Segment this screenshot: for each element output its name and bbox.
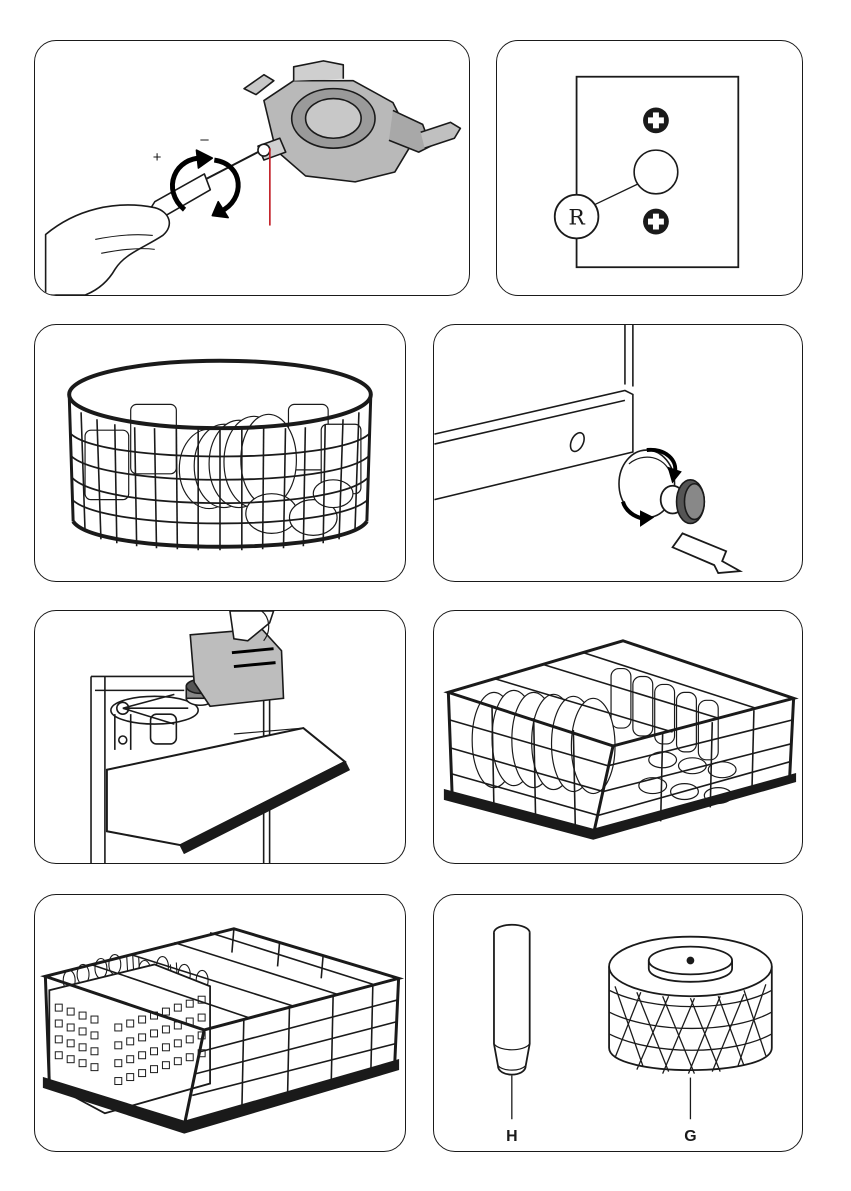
screw-bottom-icon	[643, 209, 669, 235]
part-g-label: G	[684, 1128, 696, 1145]
adjustment-hole	[634, 150, 678, 194]
r-marker-label: R	[568, 206, 585, 231]
round-basket-panel	[34, 324, 406, 582]
cutlery-basket-illustration	[35, 895, 405, 1151]
regulator-illustration: + –	[35, 41, 469, 295]
plus-label: +	[153, 150, 162, 166]
square-basket-plates-panel	[433, 610, 803, 864]
minus-label: –	[200, 132, 209, 148]
part-g-icon	[609, 937, 772, 1120]
screw-plate-illustration: R	[497, 41, 802, 295]
screw-plate-panel: R	[496, 40, 803, 296]
detergent-illustration	[35, 611, 405, 863]
regulator-adjustment-panel: + –	[34, 40, 470, 296]
cutlery-basket-panel	[34, 894, 406, 1152]
detergent-panel	[34, 610, 406, 864]
screw-top-icon	[643, 107, 669, 133]
round-basket-illustration	[35, 325, 405, 581]
square-basket-plates-illustration	[434, 611, 802, 863]
knob-removal-illustration	[434, 325, 802, 581]
part-h-icon	[494, 925, 530, 1119]
parts-illustration: H G	[434, 895, 802, 1151]
parts-panel: H G	[433, 894, 803, 1152]
knob-removal-panel	[433, 324, 803, 582]
part-h-label: H	[506, 1128, 517, 1145]
